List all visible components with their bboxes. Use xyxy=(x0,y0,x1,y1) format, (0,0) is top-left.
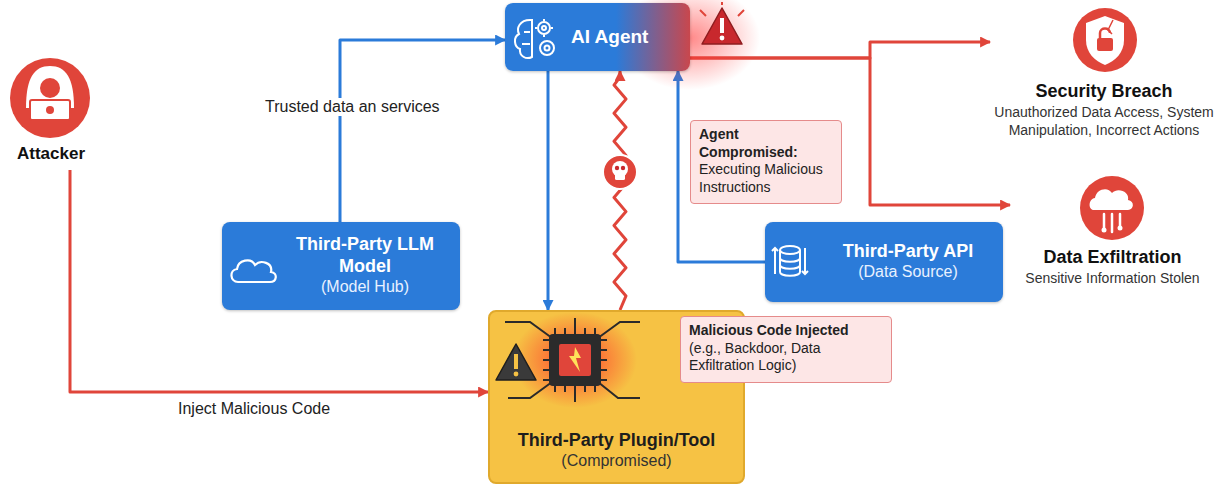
warning-icon xyxy=(496,344,536,380)
node-title: Attacker xyxy=(4,144,98,164)
text-group: Third-Party Plugin/Tool(Compromised) xyxy=(518,429,716,472)
node-subtitle: Unauthorized Data Access, System Manipul… xyxy=(994,103,1214,139)
connector-arrow xyxy=(340,40,505,222)
connector-arrow xyxy=(690,42,990,58)
outcome-node: Data ExfiltrationSensitive Information S… xyxy=(1010,172,1215,293)
node-title: Malicious Code Injected xyxy=(689,322,883,340)
node-title: Agent Compromised: xyxy=(699,126,833,161)
connector-arrow xyxy=(614,71,626,310)
text-group: Third-Party API(Data Source) xyxy=(843,241,973,283)
node-subtitle: (Compromised) xyxy=(518,451,716,472)
text-group: Malicious Code Injected(e.g., Backdoor, … xyxy=(689,322,883,375)
attacker-icon xyxy=(10,58,90,138)
callout-box: Agent Compromised:Executing Malicious In… xyxy=(690,120,842,204)
node-subtitle: (Model Hub) xyxy=(280,277,450,298)
node-title: Third-Party Plugin/Tool xyxy=(518,429,716,452)
database-icon xyxy=(772,246,808,276)
node-subtitle: (e.g., Backdoor, Data Exfiltration Logic… xyxy=(689,340,883,375)
skull-badge xyxy=(603,155,637,189)
edge-label: Inject Malicious Code xyxy=(175,400,333,418)
node-title: Security Breach xyxy=(994,80,1214,103)
text-group: Data ExfiltrationSensitive Information S… xyxy=(1014,246,1211,287)
node-subtitle: (Data Source) xyxy=(843,262,973,283)
text-group: Security BreachUnauthorized Data Access,… xyxy=(994,80,1214,139)
exfiltration-icon xyxy=(1080,176,1144,240)
cloud-icon xyxy=(231,260,275,282)
connector-arrow xyxy=(547,71,550,310)
text-group: Attacker xyxy=(4,144,98,164)
compromised-chip xyxy=(505,312,640,408)
agent-box: AI Agent xyxy=(505,3,690,71)
node-title: Third-Party LLM Model xyxy=(280,234,450,277)
node-title: Data Exfiltration xyxy=(1014,246,1211,269)
actor-node: Attacker xyxy=(2,58,100,170)
service-box: Third-Party LLM Model(Model Hub) xyxy=(222,222,460,310)
node-subtitle: Sensitive Information Stolen xyxy=(1014,269,1211,287)
service-box: Third-Party API(Data Source) xyxy=(765,222,1003,302)
text-group: AI Agent xyxy=(571,26,648,48)
outcome-node: Security BreachUnauthorized Data Access,… xyxy=(990,6,1218,145)
node-title: AI Agent xyxy=(571,26,648,48)
edge-label: Trusted data an services xyxy=(262,98,443,116)
callout-box: Malicious Code Injected(e.g., Backdoor, … xyxy=(680,316,892,383)
node-title: Third-Party API xyxy=(843,241,973,263)
brain-gear-icon xyxy=(515,19,554,58)
security-icon xyxy=(1073,8,1137,72)
node-subtitle: Executing Malicious Instructions xyxy=(699,161,833,196)
connector-arrow xyxy=(690,58,1010,205)
text-group: Third-Party LLM Model(Model Hub) xyxy=(280,234,450,298)
connector-arrow xyxy=(70,170,488,392)
warning-icon xyxy=(700,2,744,44)
text-group: Agent Compromised:Executing Malicious In… xyxy=(699,126,833,196)
